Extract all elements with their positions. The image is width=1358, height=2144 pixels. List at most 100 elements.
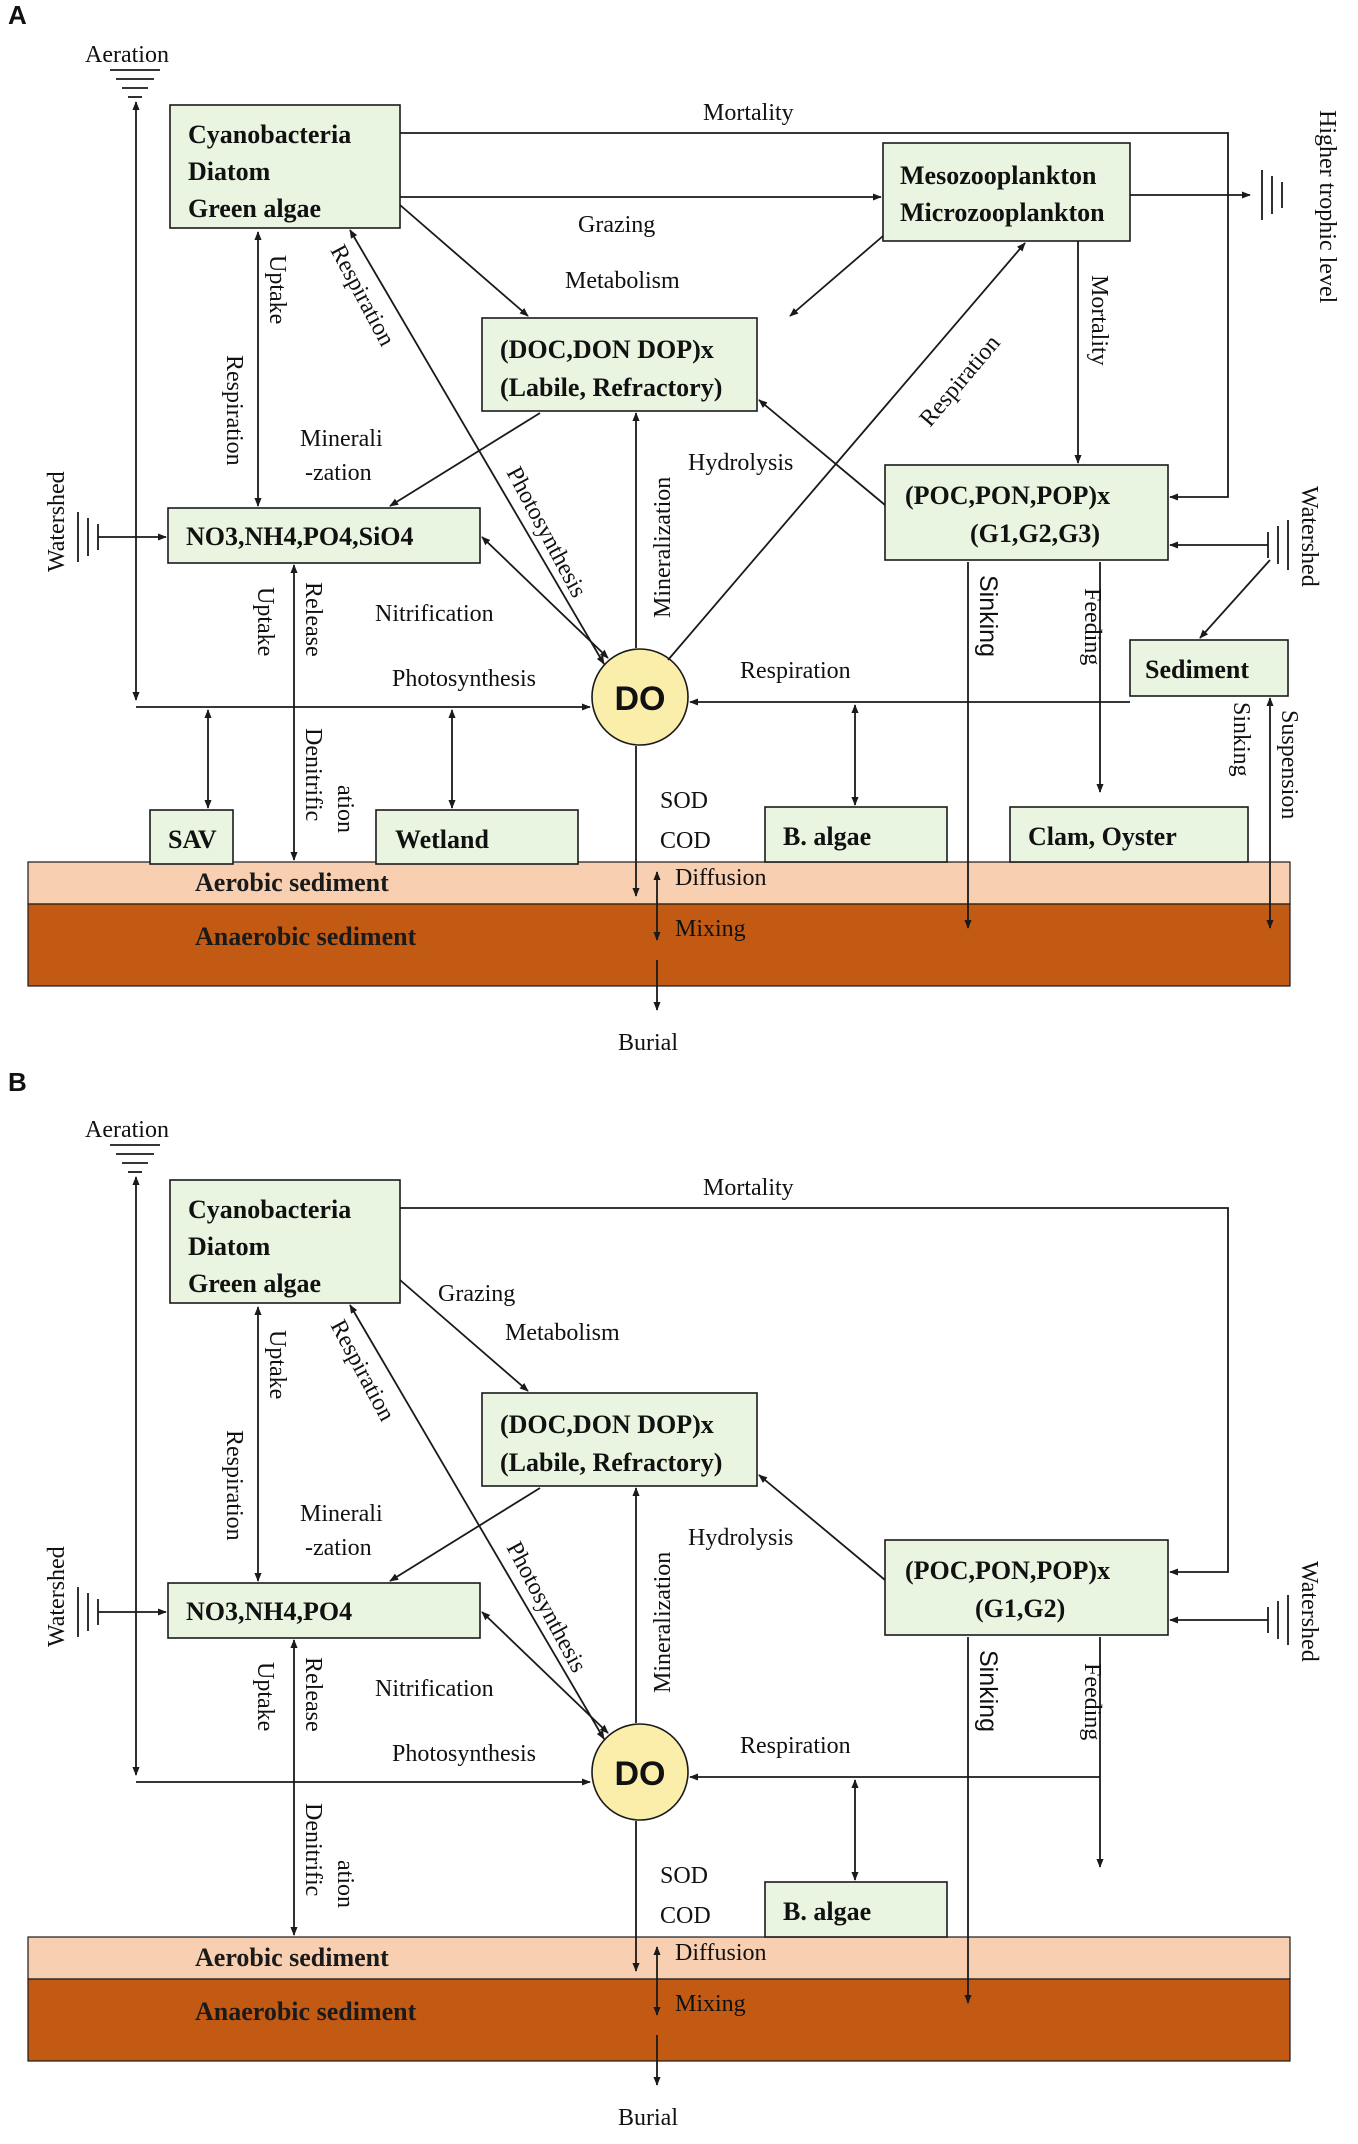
ation-label: ation <box>332 785 358 833</box>
uptake-nutrient-label: Uptake <box>252 587 278 656</box>
mineralization-nutrient-arrow <box>389 1487 541 1582</box>
sediment-box <box>1129 639 1289 697</box>
respiration-zoo-label: Respiration <box>915 330 1006 431</box>
mixing-label: Mixing <box>675 1991 746 2017</box>
sediment-box-label: Sediment <box>1145 655 1249 684</box>
release-label: Release <box>300 582 326 657</box>
panel-a: A Aerobic sediment Anaerobic sediment Cy… <box>8 0 1340 1056</box>
aeration-ground-icon <box>110 1144 160 1173</box>
algae-line-3: Green algae <box>188 1269 321 1298</box>
cod-label: COD <box>660 1903 711 1929</box>
respiration-do-label: Respiration <box>740 658 851 684</box>
burial-label: Burial <box>618 2105 678 2131</box>
minerali-label: Minerali <box>300 426 383 452</box>
grazing-label: Grazing <box>578 212 655 238</box>
panel-label-a: A <box>8 0 27 30</box>
hydrolysis-label: Hydrolysis <box>688 450 793 476</box>
zoo-line-2: Microzooplankton <box>900 198 1105 227</box>
algae-line-1: Cyanobacteria <box>188 1195 351 1224</box>
sav-label: SAV <box>168 825 217 854</box>
photosynthesis-diagonal-label: Photosynthesis <box>501 1538 592 1677</box>
mixing-label: Mixing <box>675 916 746 942</box>
mortality-top-label: Mortality <box>703 1175 794 1201</box>
denitrific-label: Denitrific <box>300 728 326 821</box>
zation-label: -zation <box>305 460 372 486</box>
wetland-box <box>375 809 579 865</box>
zoo-metabolism-arrow <box>789 235 884 317</box>
mortality-top-arrow <box>400 132 1229 501</box>
zoo-line-1: Mesozooplankton <box>900 161 1097 190</box>
nutrient-label: NO3,NH4,PO4,SiO4 <box>186 522 414 551</box>
poc-box <box>884 1539 1169 1636</box>
poc-line-1: (POC,PON,POP)x <box>905 481 1110 510</box>
sod-label: SOD <box>660 1863 708 1889</box>
aeration-label: Aeration <box>85 1117 169 1143</box>
respiration-algae-label: Respiration <box>221 1430 247 1541</box>
grazing-label: Grazing <box>438 1281 515 1307</box>
poc-box <box>884 464 1169 561</box>
algae-line-2: Diatom <box>188 157 271 186</box>
nitrification-arrow <box>481 1611 609 1734</box>
benthic-algae-box <box>764 806 948 863</box>
benthic-algae-box <box>764 1881 948 1938</box>
hydrolysis-arrow <box>758 399 886 506</box>
algae-do-arrow <box>349 1304 605 1740</box>
minerali-label: Minerali <box>300 1501 383 1527</box>
mortality-zoo-label: Mortality <box>1086 275 1112 366</box>
anaerobic-sediment-label: Anaerobic sediment <box>195 1997 417 2026</box>
zooplankton-box <box>882 142 1131 242</box>
nutrient-label: NO3,NH4,PO4 <box>186 1597 352 1626</box>
poc-line-2: (G1,G2,G3) <box>970 519 1100 548</box>
algae-line-2: Diatom <box>188 1232 271 1261</box>
zation-label: -zation <box>305 1535 372 1561</box>
photosynthesis-label: Photosynthesis <box>392 666 536 692</box>
feeding-label: Feeding <box>1079 588 1105 665</box>
aeration-label: Aeration <box>85 42 169 68</box>
diffusion-label: Diffusion <box>675 865 767 891</box>
nitrification-label: Nitrification <box>375 601 494 627</box>
aerobic-sediment-label: Aerobic sediment <box>195 1943 389 1972</box>
metabolism-label: Metabolism <box>565 268 680 294</box>
algae-box <box>169 1179 401 1304</box>
watershed-right-ground-icon <box>1267 1595 1289 1645</box>
benthic-algae-label: B. algae <box>783 1897 871 1926</box>
sinking-label: Sinking <box>974 1650 1002 1732</box>
hydrolysis-label: Hydrolysis <box>688 1525 793 1551</box>
sav-box <box>149 809 234 865</box>
sinking-label: Sinking <box>974 575 1002 657</box>
burial-label: Burial <box>618 1030 678 1056</box>
poc-line-1: (POC,PON,POP)x <box>905 1556 1110 1585</box>
clam-oyster-label: Clam, Oyster <box>1028 822 1177 851</box>
mineralization-label: Mineralization <box>650 477 676 618</box>
benthic-algae-label: B. algae <box>783 822 871 851</box>
algae-line-3: Green algae <box>188 194 321 223</box>
watershed-right-label: Watershed <box>1296 486 1322 587</box>
poc-line-2: (G1,G2) <box>975 1594 1065 1623</box>
uptake-algae-label: Uptake <box>264 1330 290 1399</box>
mortality-top-label: Mortality <box>703 100 794 126</box>
photosynthesis-diagonal-label: Photosynthesis <box>501 463 592 602</box>
panel-b: B Aerobic sediment Anaerobic sediment Cy… <box>8 1067 1322 2131</box>
higher-trophic-ground-icon <box>1261 170 1283 220</box>
mortality-top-arrow <box>400 1207 1229 1576</box>
suspension-label: Suspension <box>1276 710 1302 819</box>
watershed-left-label: Watershed <box>44 1546 70 1647</box>
algae-metabolism-arrow <box>399 204 529 317</box>
aeration-ground-icon <box>110 69 160 98</box>
doc-line-2: (Labile, Refractory) <box>500 373 722 402</box>
do-label: DO <box>615 680 666 718</box>
feeding-label: Feeding <box>1079 1663 1105 1740</box>
metabolism-label: Metabolism <box>505 1320 620 1346</box>
respiration-algae-label: Respiration <box>221 355 247 466</box>
watershed-left-ground-icon <box>77 1587 99 1637</box>
clam-oyster-box <box>1009 806 1249 863</box>
doc-line-2: (Labile, Refractory) <box>500 1448 722 1477</box>
algae-do-arrow <box>349 229 605 665</box>
higher-trophic-label: Higher trophic level <box>1314 110 1340 304</box>
do-circle <box>591 648 689 746</box>
mineralization-label: Mineralization <box>650 1552 676 1693</box>
zoo-respiration-arrow <box>667 242 1026 661</box>
watershed-right-sediment-arrow <box>1199 559 1271 639</box>
denitrific-label: Denitrific <box>300 1803 326 1896</box>
watershed-left-label: Watershed <box>44 471 70 572</box>
